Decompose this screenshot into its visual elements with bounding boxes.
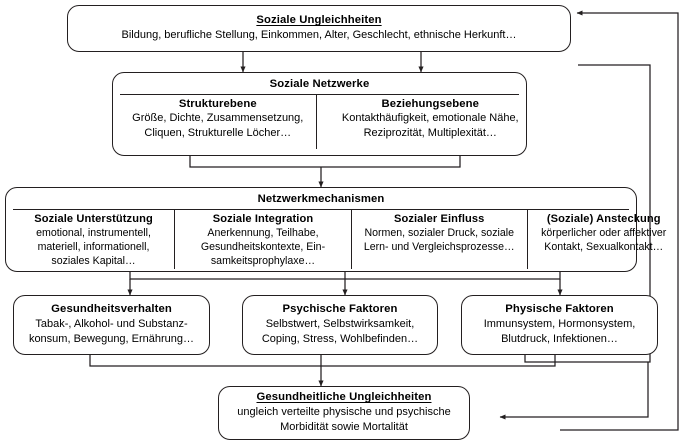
- column-soziale-unterstuetzung[interactable]: Soziale Unterstützung emotional, instrum…: [13, 210, 174, 269]
- column-beziehungsebene[interactable]: Beziehungsebene Kontakthäufigkeit, emoti…: [315, 95, 544, 149]
- node-body: Bildung, berufliche Stellung, Einkommen,…: [121, 29, 517, 42]
- column-body: körperlicher oder affektiver Kontakt, Se…: [541, 227, 667, 254]
- node-title: Netzwerkmechanismen: [257, 193, 385, 205]
- node-body: Immunsystem, Hormonsystem, Blutdruck, In…: [483, 318, 636, 345]
- node-body: Selbstwert, Selbstwirksamkeit, Coping, S…: [261, 318, 419, 345]
- column-body: Normen, sozialer Druck, soziale Lern- un…: [363, 227, 515, 254]
- column-strukturebene[interactable]: Strukturebene Größe, Dichte, Zusammenset…: [120, 95, 316, 149]
- column-sozialer-einfluss[interactable]: Sozialer Einfluss Normen, sozialer Druck…: [350, 210, 527, 269]
- node-gesundheitliche-ungleichheiten[interactable]: Gesundheitliche Ungleichheiten ungleich …: [218, 386, 470, 440]
- column-title: Soziale Integration: [212, 213, 314, 225]
- connector-netzwerke-to-mechanismen: [189, 156, 461, 188]
- column-soziale-integration[interactable]: Soziale Integration Anerkennung, Teilhab…: [174, 210, 351, 269]
- node-columns: Soziale Unterstützung emotional, instrum…: [13, 209, 666, 269]
- column-title: Soziale Unterstützung: [34, 213, 153, 225]
- node-body: ungleich verteilte physische und psychis…: [237, 406, 451, 433]
- column-soziale-ansteckung[interactable]: (Soziale) Ansteckung körperlicher oder a…: [526, 210, 680, 269]
- column-body: Kontakthäufigkeit, emotionale Nähe, Rezi…: [341, 112, 519, 139]
- node-soziale-netzwerke[interactable]: Soziale Netzwerke Strukturebene Größe, D…: [112, 72, 527, 156]
- node-title: Gesundheitsverhalten: [51, 303, 172, 316]
- column-body: Größe, Dichte, Zusammensetzung, Cliquen,…: [132, 112, 304, 139]
- node-columns: Strukturebene Größe, Dichte, Zusammenset…: [120, 94, 519, 149]
- connector-faktoren-to-gesundheitliche-ungleichheiten: [89, 355, 556, 387]
- column-title: Sozialer Einfluss: [393, 213, 485, 225]
- node-title: Physische Faktoren: [505, 303, 614, 316]
- node-gesundheitsverhalten[interactable]: Gesundheitsverhalten Tabak-, Alkohol- un…: [13, 295, 210, 355]
- node-title: Soziale Netzwerke: [269, 78, 370, 90]
- node-title: Psychische Faktoren: [282, 303, 398, 316]
- column-body: emotional, instrumentell, materiell, inf…: [36, 227, 151, 268]
- column-title: Beziehungsebene: [381, 98, 480, 110]
- node-psychische-faktoren[interactable]: Psychische Faktoren Selbstwert, Selbstwi…: [242, 295, 438, 355]
- node-netzwerkmechanismen[interactable]: Netzwerkmechanismen Soziale Unterstützun…: [5, 187, 666, 272]
- connector-mechanismen-to-faktoren: [127, 272, 563, 296]
- column-title: Strukturebene: [178, 98, 257, 110]
- connector-feedback-inner-arrow: [499, 362, 649, 420]
- column-title: (Soziale) Ansteckung: [546, 213, 661, 225]
- column-body: Anerkennung, Teilhabe, Gesundheitskontex…: [200, 227, 326, 268]
- node-title: Soziale Ungleichheiten: [256, 14, 382, 27]
- node-title: Gesundheitliche Ungleichheiten: [256, 391, 432, 404]
- node-body: Tabak-, Alkohol- und Substanz-konsum, Be…: [28, 318, 195, 345]
- node-physische-faktoren[interactable]: Physische Faktoren Immunsystem, Hormonsy…: [461, 295, 658, 355]
- node-soziale-ungleichheiten[interactable]: Soziale Ungleichheiten Bildung, beruflic…: [67, 5, 571, 52]
